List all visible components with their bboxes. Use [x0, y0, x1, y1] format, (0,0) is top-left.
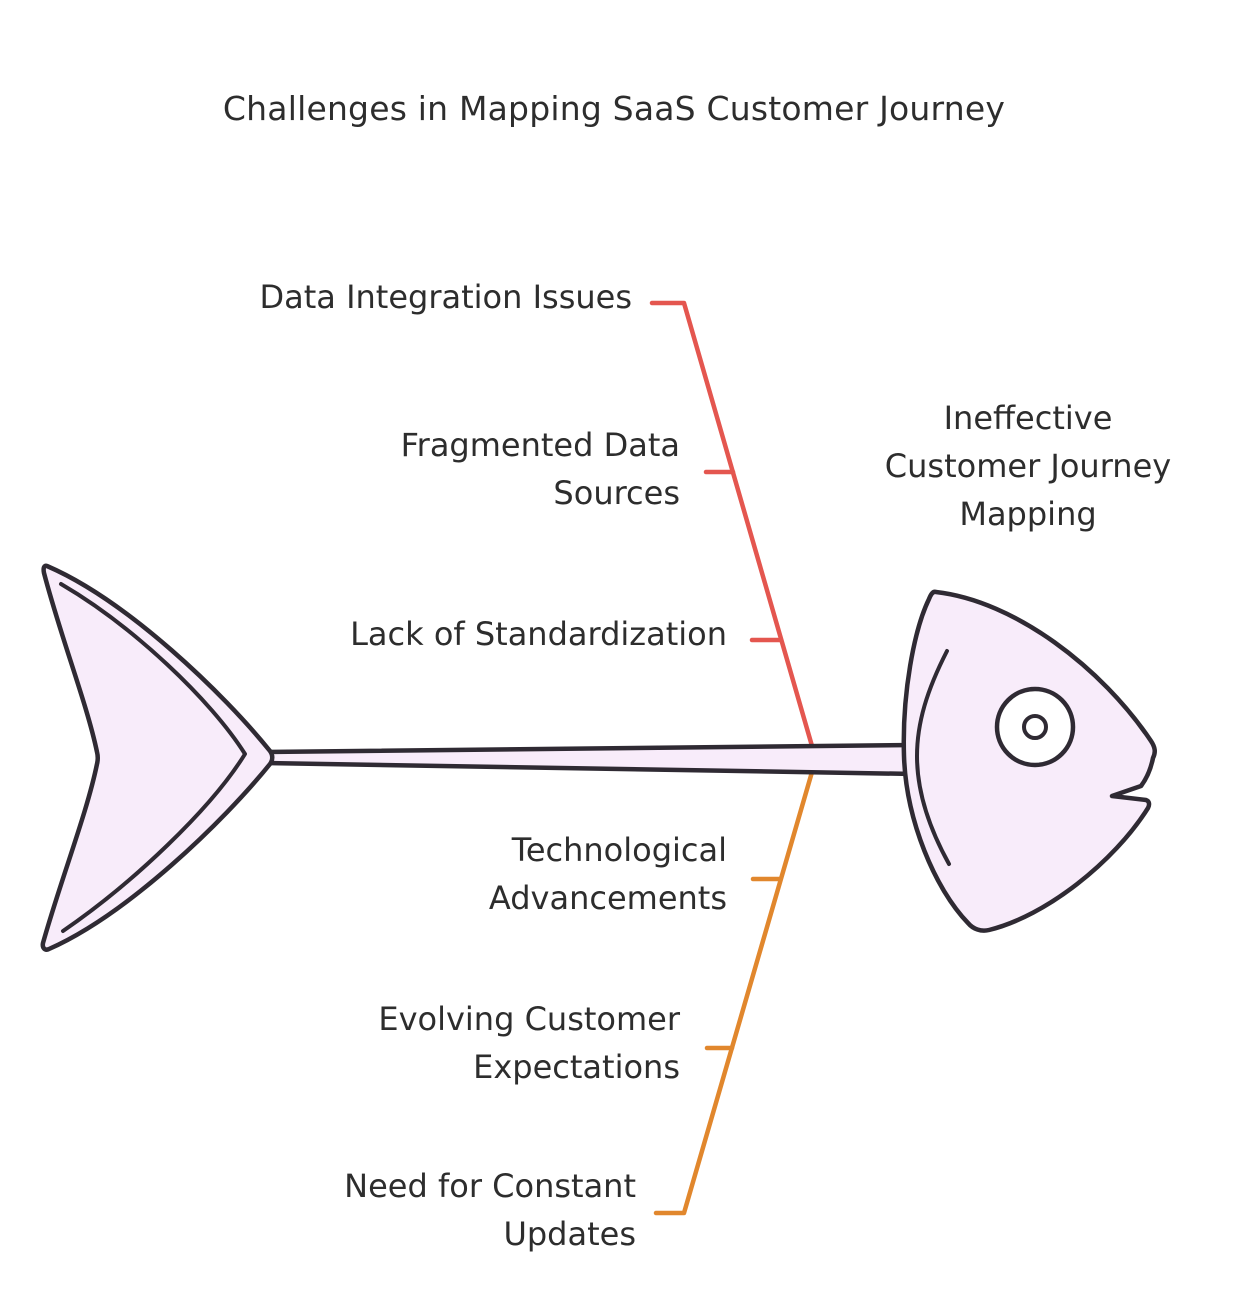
- fish-spine: [262, 742, 918, 777]
- diagram-title: Challenges in Mapping SaaS Customer Jour…: [222, 89, 1006, 128]
- cause-line: Evolving Customer: [378, 1000, 680, 1038]
- cause-line: Data Integration Issues: [259, 278, 633, 316]
- cause-label-data-integration-issues: Data Integration Issues: [260, 273, 633, 321]
- cause-line: Sources: [553, 474, 680, 512]
- bottom-branch-line: [653, 769, 815, 1216]
- cause-line: Lack of Standardization: [350, 615, 727, 653]
- top-branch-line: [649, 300, 815, 749]
- cause-label-need-for-constant-updates: Need for Constant Updates: [344, 1162, 636, 1258]
- fish-tail-inner-line: [59, 582, 247, 933]
- cause-line: Updates: [503, 1215, 636, 1253]
- cause-line: Technological: [511, 831, 727, 869]
- fish-tail: [40, 563, 275, 952]
- cause-label-fragmented-data-sources: Fragmented Data Sources: [401, 421, 680, 517]
- cause-line: Fragmented Data: [400, 426, 680, 464]
- cause-line: Expectations: [473, 1048, 680, 1086]
- fish-eye-pupil: [1022, 714, 1048, 740]
- cause-line: Advancements: [488, 879, 727, 917]
- effect-label-ineffective-customer-journey-mapping: Ineffective Customer Journey Mapping: [838, 394, 1218, 538]
- cause-label-lack-of-standardization: Lack of Standardization: [350, 610, 727, 658]
- cause-label-technological-advancements: Technological Advancements: [489, 826, 727, 922]
- effect-line: Customer Journey: [884, 447, 1172, 485]
- cause-line: Need for Constant: [344, 1167, 636, 1205]
- effect-line: Mapping: [959, 495, 1097, 533]
- cause-label-evolving-customer-expectations: Evolving Customer Expectations: [378, 995, 680, 1091]
- fish-gill-line: [915, 649, 951, 866]
- effect-line: Ineffective: [943, 399, 1113, 437]
